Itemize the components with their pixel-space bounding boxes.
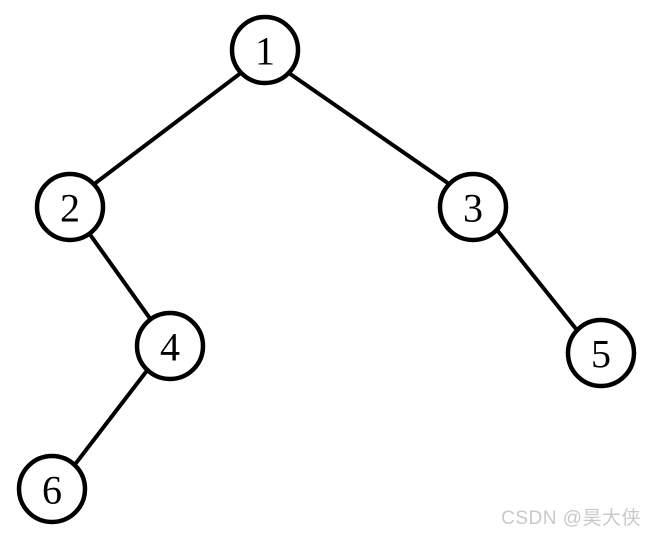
tree-node-5[interactable]: 5 [565, 317, 637, 389]
node-circle-5[interactable] [565, 317, 637, 389]
edge-4-6 [72, 367, 150, 468]
tree-node-1[interactable]: 1 [229, 14, 301, 86]
edge-2-4 [87, 231, 153, 322]
node-circle-6[interactable] [16, 453, 88, 525]
edge-1-2 [91, 70, 244, 187]
edge-1-3 [287, 71, 451, 186]
tree-node-6[interactable]: 6 [16, 453, 88, 525]
edge-layer [72, 70, 580, 468]
node-label-2: 2 [60, 186, 80, 231]
node-layer: 1 2 3 4 5 6 [16, 14, 637, 525]
node-label-4: 4 [160, 325, 180, 370]
node-circle-4[interactable] [134, 310, 206, 382]
tree-node-2[interactable]: 2 [34, 171, 106, 243]
tree-node-3[interactable]: 3 [437, 171, 509, 243]
node-label-6: 6 [42, 468, 62, 513]
node-circle-1[interactable] [229, 14, 301, 86]
node-label-5: 5 [591, 332, 611, 377]
edge-3-5 [494, 227, 580, 333]
node-label-1: 1 [255, 29, 275, 74]
tree-node-4[interactable]: 4 [134, 310, 206, 382]
node-circle-3[interactable] [437, 171, 509, 243]
node-circle-2[interactable] [34, 171, 106, 243]
node-label-3: 3 [463, 186, 483, 231]
watermark: CSDN @昊大侠 [501, 508, 641, 529]
